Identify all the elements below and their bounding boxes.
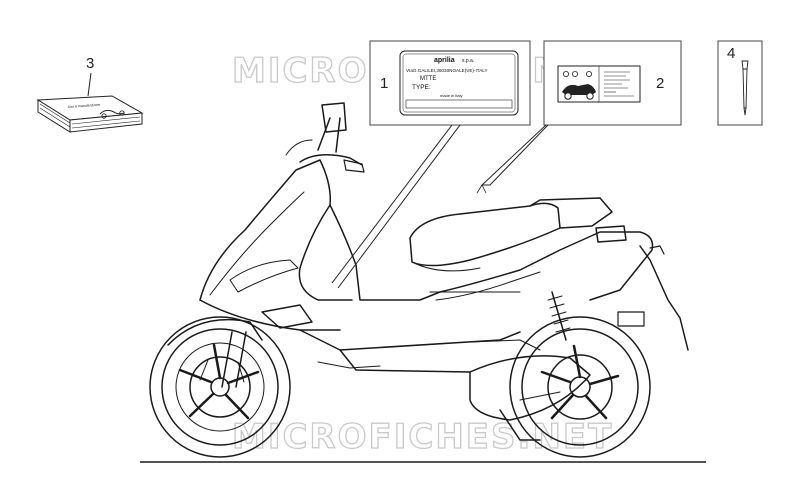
handlebar xyxy=(299,154,363,166)
front-fork xyxy=(221,331,247,388)
rear-bodywork xyxy=(439,231,654,301)
plate-address: VIaG.GALILEI,36030NOALE(VE)-ITALY xyxy=(406,68,488,73)
rear-wheel xyxy=(509,316,651,458)
scooter-drawing xyxy=(149,102,689,458)
mirror xyxy=(321,102,347,133)
seat-rear xyxy=(529,197,613,229)
center-stand xyxy=(499,409,541,441)
identification-plate-group[interactable]: 1 aprilia s.p.a. VIaG.GALILEI,36030NOALE… xyxy=(369,40,531,126)
callout-number-4: 4 xyxy=(727,45,735,62)
decal-sheet-group[interactable]: 2 xyxy=(543,40,682,126)
front-fender xyxy=(167,318,263,346)
leader-line-3 xyxy=(87,72,92,97)
owners-manual-icon: Uso e manutenzione xyxy=(36,95,144,133)
seat xyxy=(409,202,561,267)
leader-lines xyxy=(331,124,549,289)
tie-wrap-group[interactable]: 4 xyxy=(717,40,763,126)
headlight xyxy=(261,304,313,329)
tail-light xyxy=(595,225,627,243)
leg-shield xyxy=(329,204,441,301)
callout-number-1: 1 xyxy=(380,75,388,92)
front-fairing xyxy=(199,159,353,301)
watermark-bottom: MICROFICHES.NET xyxy=(232,417,613,457)
tie-wrap-icon xyxy=(741,60,749,116)
license-bracket xyxy=(639,245,689,351)
callout-box-4 xyxy=(717,40,763,126)
identification-plate: aprilia s.p.a. VIaG.GALILEI,36030NOALE(V… xyxy=(399,50,519,116)
manual-cover-title: Uso e manutenzione xyxy=(68,103,100,109)
swingarm xyxy=(469,355,591,421)
mirror-stem xyxy=(317,117,341,153)
front-wheel xyxy=(149,316,291,458)
plate-brand: aprilia xyxy=(434,57,455,64)
owners-manual-group[interactable]: 3 Uso e manutenzione xyxy=(36,55,144,133)
plate-type-label: TYPE: xyxy=(412,84,431,91)
plate-company: s.p.a. xyxy=(462,58,474,64)
callout-number-3: 3 xyxy=(86,55,94,72)
callout-number-2: 2 xyxy=(656,75,664,92)
floorboard xyxy=(339,331,521,351)
decal-sheet xyxy=(557,65,641,103)
plate-origin: made in italy xyxy=(440,93,462,98)
rear-shock xyxy=(551,291,567,341)
plate-approval: MTTE xyxy=(420,76,436,82)
